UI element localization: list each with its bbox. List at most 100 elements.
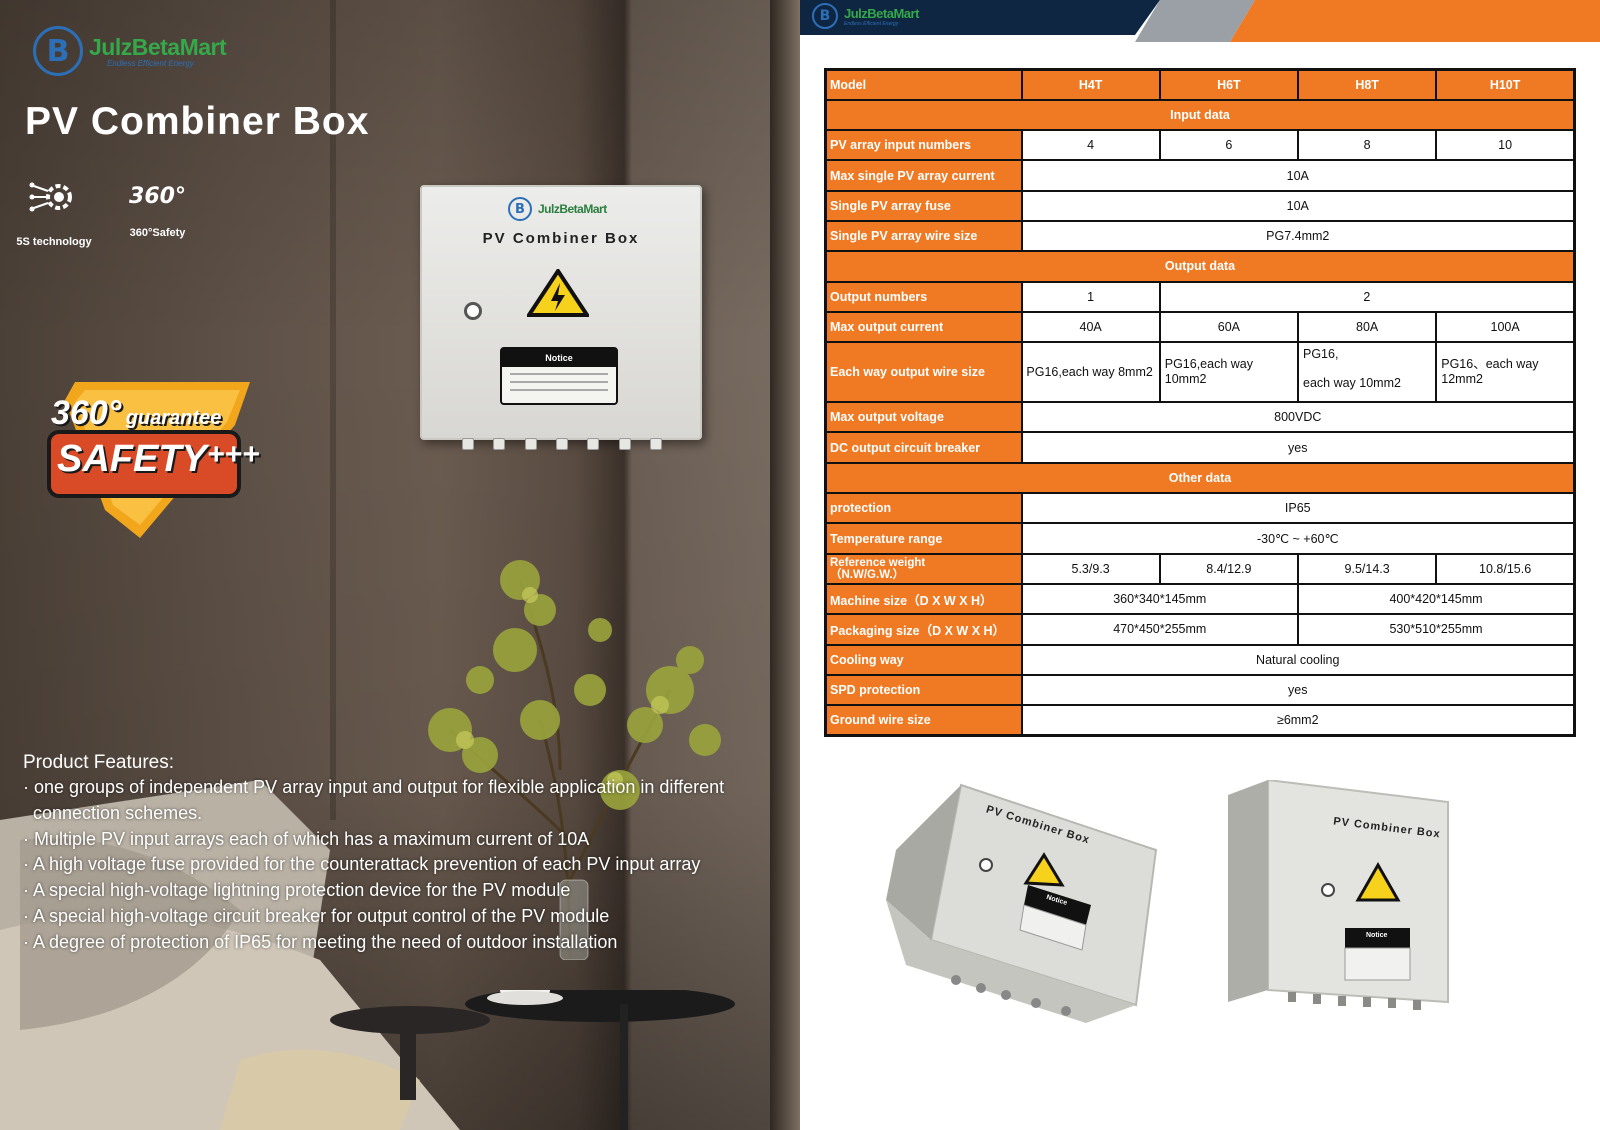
features-title: Product Features: (23, 752, 175, 773)
logo-mark-icon: B (508, 197, 532, 221)
badge-plus-text: +++ (206, 438, 260, 471)
table-row: Machine size（D X W X H） 360*340*145mm 40… (824, 582, 1576, 616)
row-label: Reference weight （N.W/G.W.） (824, 552, 1023, 585)
row-label: Machine size（D X W X H） (824, 582, 1023, 616)
header-brand-logo: B JulzBetaMart Endless Efficient Energy (812, 3, 919, 29)
header-cell: H10T (1435, 68, 1576, 101)
row-label: Packaging size（D X W X H） (824, 613, 1023, 646)
badge-guarantee-text: guarantee (125, 407, 222, 429)
table-cell: 10 (1435, 129, 1576, 162)
table-cell: 10.8/15.6 (1435, 552, 1576, 585)
feature-item: · A special high-voltage lightning prote… (23, 880, 571, 901)
table-cell: PG16、each way 12mm2 (1435, 341, 1576, 404)
right-spec-panel: B JulzBetaMart Endless Efficient Energy … (800, 0, 1600, 1130)
row-label: Ground wire size (824, 704, 1023, 737)
table-row: protection IP65 (824, 492, 1576, 525)
row-label: Single PV array wire size (824, 219, 1023, 253)
table-cell: 8 (1296, 129, 1438, 162)
table-row: Each way output wire size PG16,each way … (824, 341, 1576, 404)
feature-item: · A degree of protection of IP65 for mee… (23, 931, 618, 952)
table-cell: -30℃ ~ +60℃ (1020, 522, 1576, 555)
row-label: Single PV array fuse (824, 189, 1023, 222)
wall-mounted-combiner-box: B JulzBetaMart PV Combiner Box Notice (420, 185, 702, 450)
table-row: SPD protection yes (824, 673, 1576, 707)
table-cell: 470*450*255mm (1020, 613, 1299, 646)
row-label: protection (824, 492, 1023, 525)
section-row: Input data (824, 98, 1576, 132)
table-row: Max output voltage 800VDC (824, 401, 1576, 434)
notice-label: Notice (500, 347, 618, 405)
table-cell: 400*420*145mm (1297, 582, 1576, 616)
coffee-table (330, 970, 750, 1130)
header-brand-name: JulzBetaMart (844, 5, 919, 21)
row-label: SPD protection (824, 673, 1023, 707)
row-label: DC output circuit breaker (824, 431, 1023, 464)
header-bar: B JulzBetaMart Endless Efficient Energy (800, 0, 1600, 42)
table-cell: 100A (1435, 310, 1576, 344)
table-row: DC output circuit breaker yes (824, 431, 1576, 464)
table-cell: 2 (1158, 280, 1576, 313)
spec-table: Model H4T H6T H8T H10T Input data PV arr… (824, 68, 1576, 737)
table-cell: yes (1020, 673, 1576, 707)
table-cell: PG16,each way 10mm2 (1158, 341, 1300, 404)
cell-line: PG16, (1303, 347, 1339, 362)
notice-heading: Notice (502, 349, 616, 367)
section-row: Other data (824, 461, 1576, 495)
section-title: Other data (824, 461, 1576, 495)
table-row: Reference weight （N.W/G.W.） 5.3/9.3 8.4/… (824, 552, 1576, 585)
brand-logo: B JulzBetaMart Endless Efficient Energy (33, 26, 227, 76)
table-cell: IP65 (1020, 492, 1576, 525)
cable-glands (462, 438, 662, 450)
photo-notice: Notice (1366, 932, 1388, 939)
product-photo-front: PV Combiner Box Notice (1228, 778, 1478, 1040)
decorative-plant (420, 540, 750, 961)
table-cell: 6 (1158, 129, 1300, 162)
table-cell: PG16, each way 10mm2 (1296, 341, 1438, 404)
table-cell: 40A (1020, 310, 1161, 344)
feature-item: · one groups of independent PV array inp… (23, 777, 725, 823)
feature-item: · Multiple PV input arrays each of which… (23, 828, 590, 849)
feature-label: 360°Safety (129, 227, 186, 239)
table-cell: 8.4/12.9 (1158, 552, 1300, 585)
row-label: PV array input numbers (824, 129, 1023, 162)
table-cell: 1 (1020, 280, 1161, 313)
table-cell: 800VDC (1020, 401, 1576, 434)
box-brand-name: JulzBetaMart (538, 202, 607, 216)
sofa-with-blanket (0, 780, 460, 1130)
badge-safety-text: SAFETY (57, 438, 207, 480)
box-brand-logo: B JulzBetaMart (508, 197, 607, 221)
badge-360-text: 360° (51, 394, 122, 432)
table-row: Single PV array fuse 10A (824, 189, 1576, 222)
table-row: Cooling way Natural cooling (824, 643, 1576, 676)
lock-knob (464, 302, 482, 320)
feature-label: 5S technology (16, 236, 92, 248)
table-cell: 60A (1158, 310, 1300, 344)
table-cell: PG16,each way 8mm2 (1020, 341, 1161, 404)
header-brand-tagline: Endless Efficient Energy (844, 20, 899, 27)
feature-360-safety: 360° 360°Safety (120, 175, 195, 239)
table-cell: 530*510*255mm (1297, 613, 1576, 646)
table-row: Max output current 40A 60A 80A 100A (824, 310, 1576, 344)
table-cell: 5.3/9.3 (1020, 552, 1161, 585)
logo-mark-icon: B (812, 3, 838, 29)
section-row: Output data (824, 250, 1576, 283)
product-features: Product Features: · one groups of indepe… (23, 752, 783, 956)
row-label: Temperature range (824, 522, 1023, 555)
feature-item: · A special high-voltage circuit breaker… (23, 905, 610, 926)
safety-guarantee-badge: 360° guarantee SAFETY+++ (45, 380, 259, 540)
table-row: Single PV array wire size PG7.4mm2 (824, 219, 1576, 253)
brand-tagline: Endless Efficient Energy (107, 59, 194, 68)
table-cell: ≥6mm2 (1020, 704, 1576, 737)
table-row: Ground wire size ≥6mm2 (824, 704, 1576, 737)
brand-name: JulzBetaMart (89, 34, 227, 60)
header-cell: H6T (1158, 68, 1300, 101)
section-title: Output data (824, 250, 1576, 283)
box-title: PV Combiner Box (482, 230, 640, 247)
gear-network-icon (14, 175, 94, 228)
table-cell: yes (1020, 431, 1576, 464)
pillar (770, 0, 800, 1130)
table-row: PV array input numbers 4 6 8 10 (824, 129, 1576, 162)
table-row: Temperature range -30℃ ~ +60℃ (824, 522, 1576, 555)
row-label-line: Reference weight (830, 556, 926, 569)
